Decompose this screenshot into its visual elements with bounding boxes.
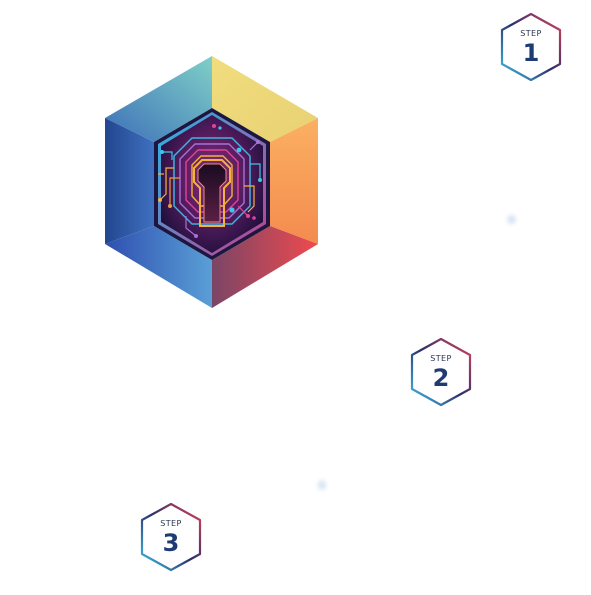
keyhole-circuit-hexagon-icon [100,56,325,316]
step-1-badge: STEP 1 [499,11,563,83]
step-number: 1 [522,39,540,67]
step-2-badge: STEP 2 [409,336,473,408]
step-number: 2 [432,364,450,392]
hexagon-outline-icon [140,502,202,572]
decorative-dot [507,215,516,224]
step-label: STEP [430,354,452,363]
step-number: 3 [162,529,180,557]
step-3-badge: STEP 3 [139,501,203,573]
step-label: STEP [160,519,182,528]
decorative-dot [318,480,326,490]
hexagon-outline-icon [410,337,472,407]
hexagon-outline-icon [500,12,562,82]
step-label: STEP [520,29,542,38]
